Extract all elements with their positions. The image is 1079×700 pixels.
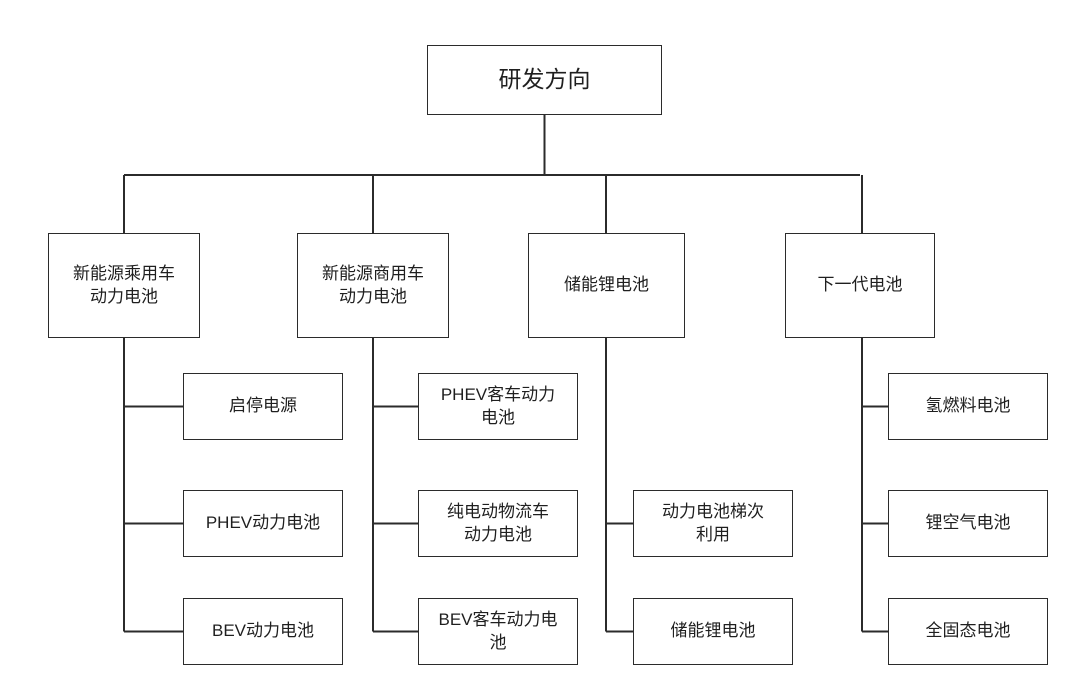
branch-1[interactable]: 新能源乘用车 动力电池 (48, 233, 200, 338)
root-node-label: 研发方向 (498, 66, 591, 93)
branch-4-child-1[interactable]: 氢燃料电池 (888, 373, 1048, 440)
branch-1-child-1[interactable]: 启停电源 (183, 373, 343, 440)
branch-2-child-3[interactable]: BEV客车动力电 池 (418, 598, 578, 665)
branch-1-child-2[interactable]: PHEV动力电池 (183, 490, 343, 557)
branch-3[interactable]: 储能锂电池 (528, 233, 685, 338)
branch-3-child-2-label: 储能锂电池 (670, 621, 756, 641)
branch-4-child-2-label: 锂空气电池 (925, 513, 1011, 533)
branch-4[interactable]: 下一代电池 (785, 233, 935, 338)
branch-1-child-2-label: PHEV动力电池 (205, 513, 321, 533)
branch-1-child-1-label: 启停电源 (229, 396, 297, 416)
branch-2-child-2[interactable]: 纯电动物流车 动力电池 (418, 490, 578, 557)
branch-2-label: 新能源商用车 动力电池 (322, 263, 424, 306)
branch-2-child-2-label: 纯电动物流车 动力电池 (447, 501, 549, 544)
branch-1-label: 新能源乘用车 动力电池 (73, 263, 175, 306)
branch-4-child-2[interactable]: 锂空气电池 (888, 490, 1048, 557)
branch-1-child-3-label: BEV动力电池 (211, 621, 315, 641)
root-node[interactable]: 研发方向 (427, 45, 662, 115)
branch-3-child-1-label: 动力电池梯次 利用 (662, 501, 764, 544)
branch-4-child-3-label: 全固态电池 (925, 621, 1011, 641)
branch-1-child-3[interactable]: BEV动力电池 (183, 598, 343, 665)
branch-3-label: 储能锂电池 (564, 275, 649, 295)
branch-3-child-1[interactable]: 动力电池梯次 利用 (633, 490, 793, 557)
branch-4-child-1-label: 氢燃料电池 (925, 396, 1011, 416)
branch-4-label: 下一代电池 (817, 275, 903, 295)
branch-2-child-1[interactable]: PHEV客车动力 电池 (418, 373, 578, 440)
branch-2[interactable]: 新能源商用车 动力电池 (297, 233, 449, 338)
branch-4-child-3[interactable]: 全固态电池 (888, 598, 1048, 665)
branch-3-child-2[interactable]: 储能锂电池 (633, 598, 793, 665)
branch-2-child-1-label: PHEV客车动力 电池 (440, 384, 556, 427)
branch-2-child-3-label: BEV客车动力电 池 (438, 609, 558, 652)
